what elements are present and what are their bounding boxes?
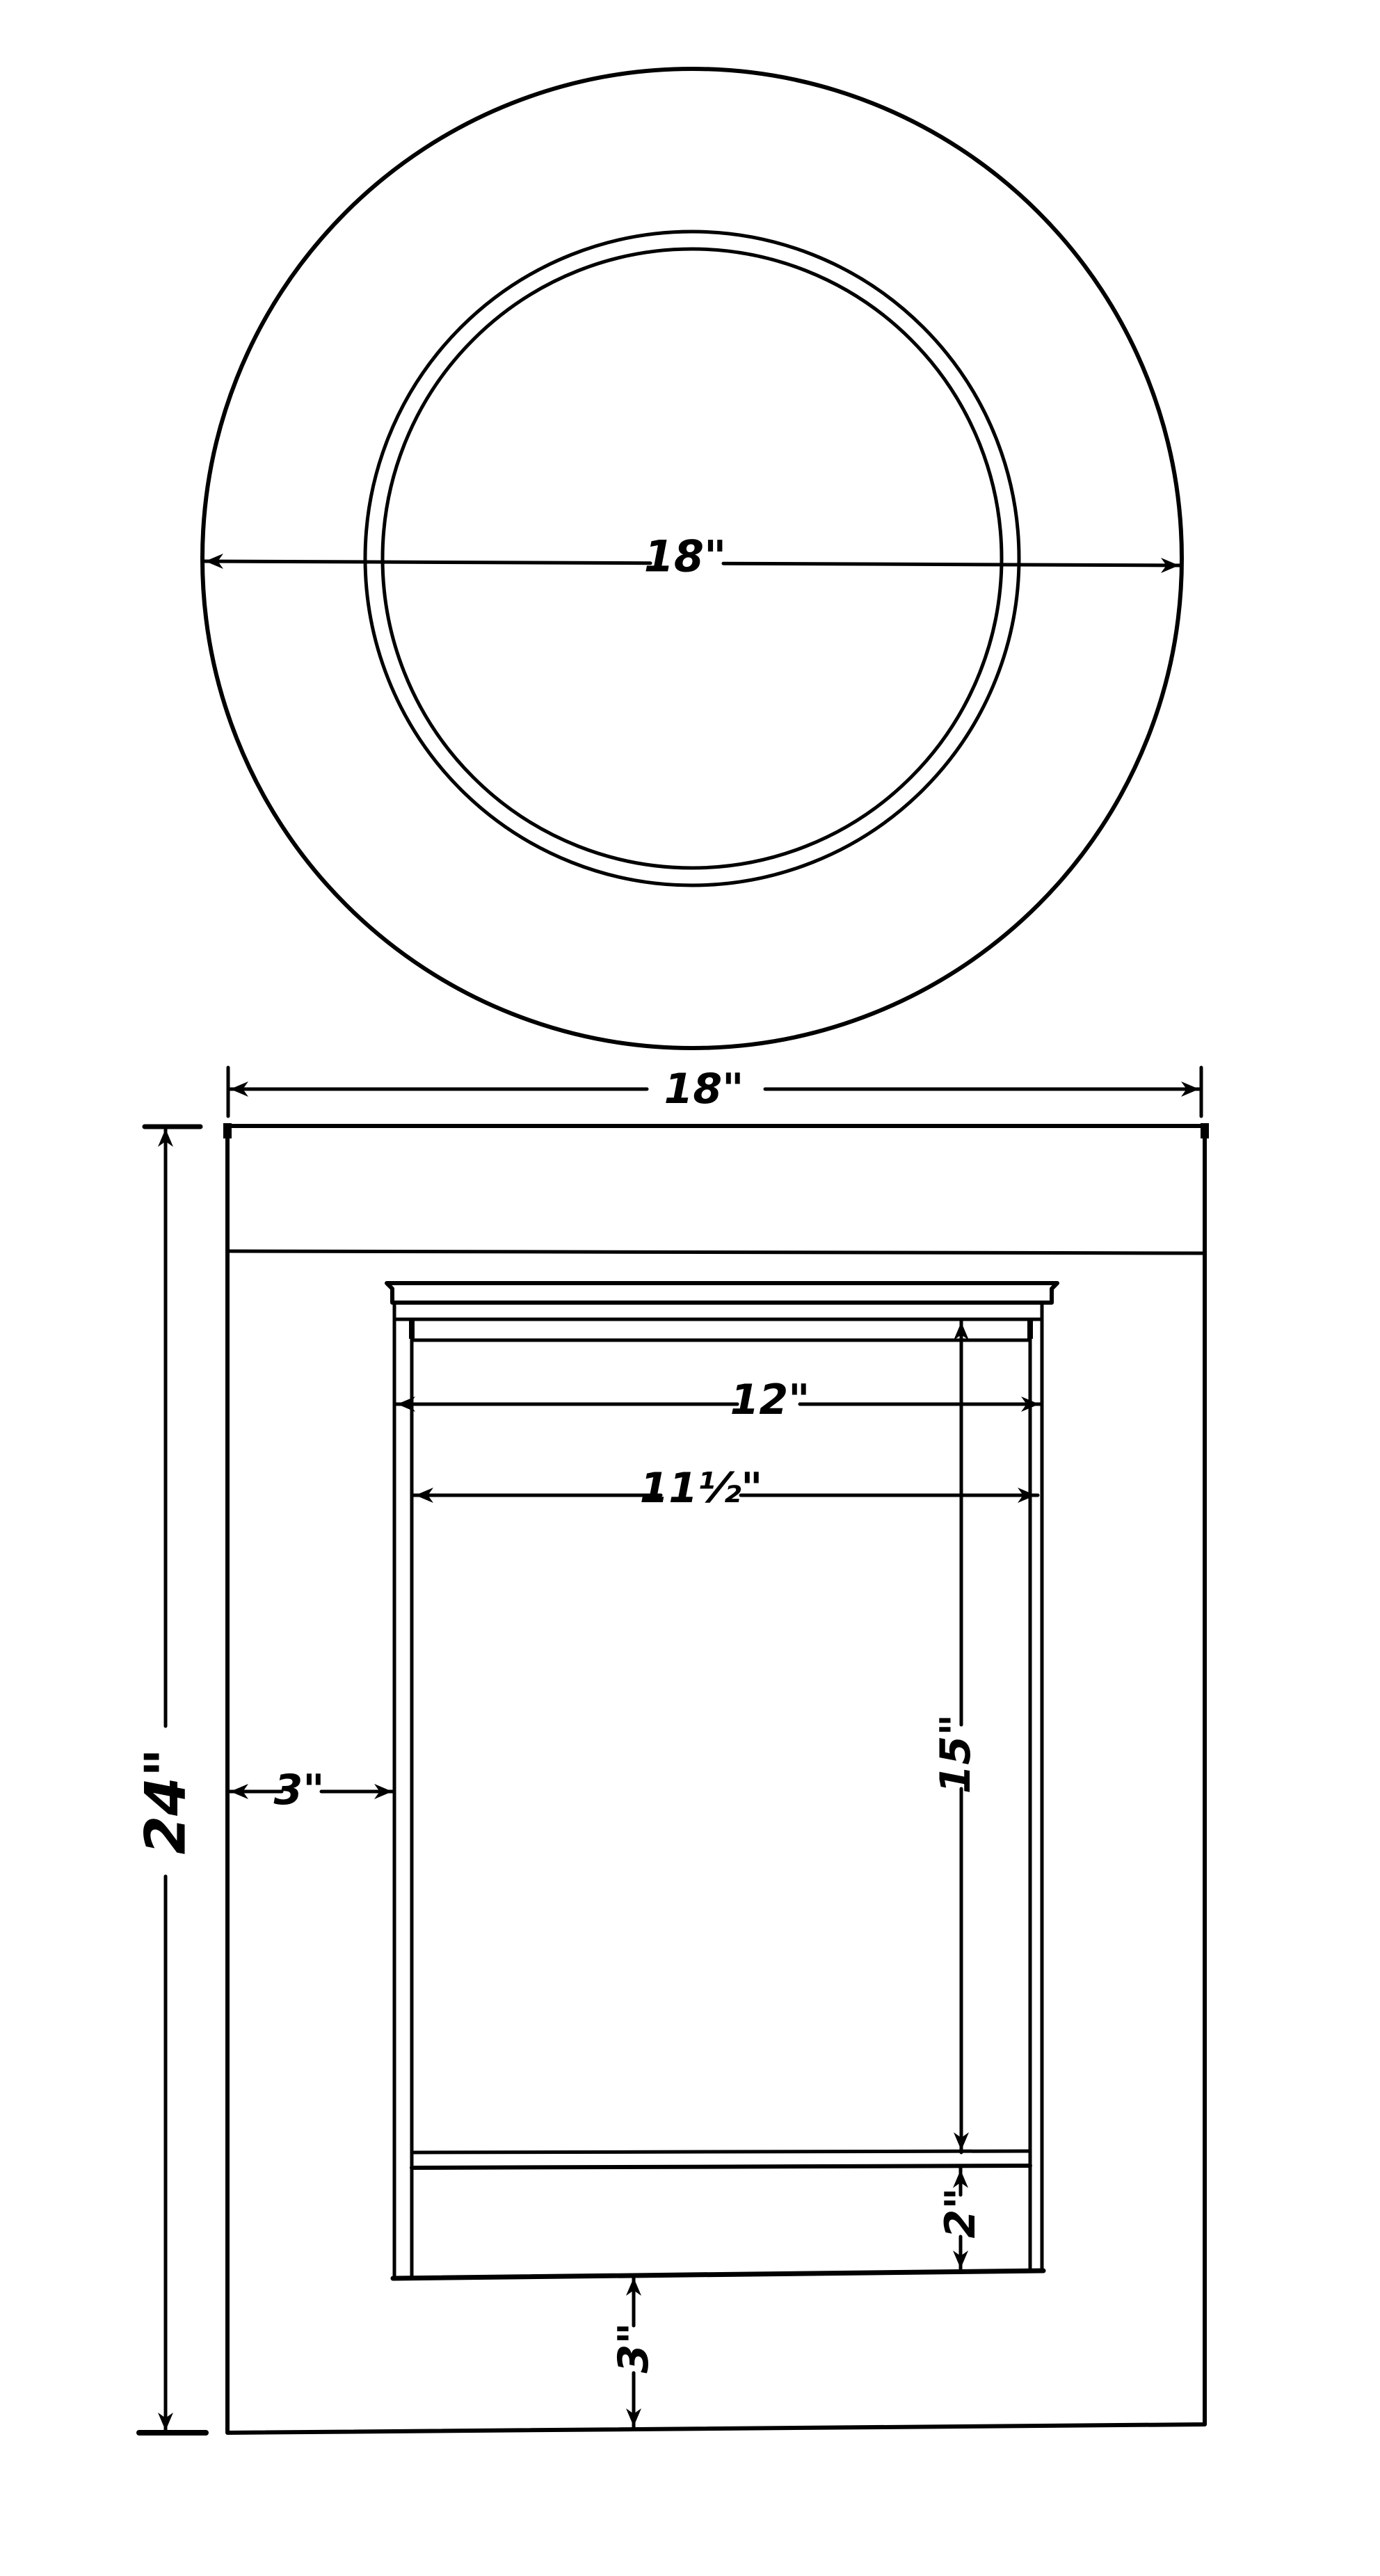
arrowhead-up-icon <box>626 2278 641 2296</box>
dimension-overall-width: 18" <box>226 1065 1203 1118</box>
arrowhead-left-icon <box>397 1396 415 1412</box>
dimension-label-side-margin: 3" <box>273 1766 324 1814</box>
dimension-label-bottom-margin: 3" <box>609 2322 658 2373</box>
dimension-bottom-margin: 3" <box>609 2273 658 2431</box>
dimension-label-opening-height: 15" <box>931 1714 980 1794</box>
apron-bracket-left <box>409 1319 415 1339</box>
corner-block-left <box>223 1123 232 1138</box>
arrowhead-right-icon <box>1161 558 1179 573</box>
arrowhead-right-icon <box>1021 1396 1039 1412</box>
cabinet-bottom-line <box>390 2268 1046 2281</box>
dimension-label-overall-width: 18" <box>664 1065 744 1113</box>
dimension-label-cabinet-outer-width: 12" <box>730 1376 810 1424</box>
apron-bracket-right <box>1027 1319 1033 1339</box>
shelf-bottom-line <box>410 2164 1032 2170</box>
diameter-dimension-line-left <box>201 559 652 565</box>
tabletop-outer-circle <box>200 67 1184 1050</box>
arrowhead-down-icon <box>158 2413 173 2431</box>
arrowhead-up-icon <box>158 1129 173 1147</box>
dimension-label-overall-height: 24" <box>134 1748 198 1854</box>
outer-frame <box>225 1124 1207 2435</box>
arrowhead-right-icon <box>374 1784 392 1799</box>
dimension-overall-height: 24" <box>134 1124 209 2436</box>
dimension-opening-height: 15" <box>931 1318 980 2155</box>
arrowhead-left-icon <box>415 1488 433 1503</box>
arrowhead-right-icon <box>1018 1488 1036 1503</box>
arrowhead-up-icon <box>953 2170 968 2188</box>
arrowhead-down-icon <box>954 2132 969 2150</box>
rim-inner-circle <box>380 247 1004 870</box>
corner-block-right <box>1201 1123 1209 1138</box>
arrowhead-left-icon <box>230 1784 248 1799</box>
dimension-cabinet-outer-width: 12" <box>393 1376 1043 1424</box>
dimension-label-cabinet-inner-width: 11½" <box>640 1464 763 1513</box>
plan-view <box>200 67 1184 1050</box>
rim-outer-circle <box>363 230 1021 887</box>
arrowhead-down-icon <box>626 2408 641 2426</box>
arrowhead-left-icon <box>205 554 223 569</box>
shelf-top-line <box>410 2149 1032 2155</box>
dimension-label-base-rail-height: 2" <box>936 2187 985 2238</box>
frieze-line <box>225 1249 1207 1255</box>
dimension-cabinet-inner-width: 11½" <box>411 1464 1040 1513</box>
dimension-base-rail-height: 2" <box>936 2166 985 2273</box>
dimension-side-margin: 3" <box>226 1766 396 1814</box>
arrowhead-left-icon <box>230 1081 248 1097</box>
arrowhead-up-icon <box>954 1322 969 1340</box>
cabinet-cap <box>385 1281 1059 1305</box>
dimension-annotations: 18" 24" 12" 11½" 15" 2" 3" 3" <box>134 1065 1203 2436</box>
arrowhead-right-icon <box>1181 1081 1199 1097</box>
elevation-view <box>223 1123 1209 2435</box>
arrowhead-down-icon <box>953 2251 968 2269</box>
plan-diameter-label: 18" <box>644 531 727 582</box>
diameter-dimension-line-right <box>721 561 1183 567</box>
